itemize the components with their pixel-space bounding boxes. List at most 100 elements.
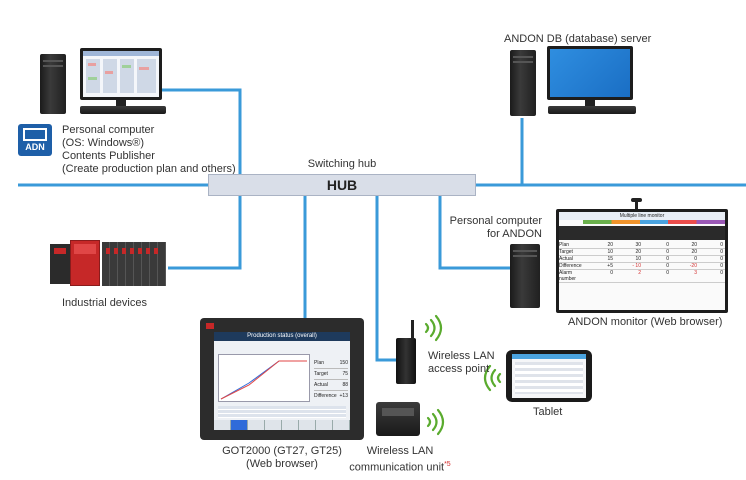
andon-monitor-table: Plan 20 30 0 20 0 Target 10 20 0 20 0 Ac… (559, 242, 725, 283)
wireless-unit-note: *5 (444, 461, 451, 468)
hub-box: HUB (208, 174, 476, 196)
andon-cell: 2 (638, 270, 641, 276)
got2000-device: Production status (overall) Plan 150 Targ… (200, 318, 364, 440)
wireless-unit-label-line-2: communication unit (349, 461, 445, 474)
industrial-devices-label: Industrial devices (62, 297, 147, 309)
got2000-logo (206, 323, 214, 329)
got2000-label-line-2: (Web browser) (246, 458, 318, 470)
andon-cell: 3 (694, 270, 697, 276)
andon-cell: 15 (607, 256, 613, 262)
pc-andon-tower (510, 244, 540, 308)
andon-row-name: Alarm number (559, 270, 576, 282)
got2000-stat-value: 75 (342, 371, 348, 377)
andon-cell: 0 (694, 256, 697, 262)
andon-cell: 20 (607, 242, 613, 248)
andon-cell: 20 (635, 249, 641, 255)
andon-row-difference: Difference +5 - 10 0 -20 0 (559, 263, 725, 270)
got2000-stat-value: +13 (339, 393, 348, 399)
db-server-tower (510, 50, 536, 116)
pc-monitor (80, 48, 162, 100)
db-server-keyboard (548, 106, 636, 114)
andon-cell: 20 (691, 249, 697, 255)
pc-label-line-2: (OS: Windows®) (62, 137, 145, 149)
wireless-unit-device (376, 402, 420, 436)
got2000-label-line-1: GOT2000 (GT27, GT25) (222, 445, 342, 457)
andon-row-alarm: Alarm number 0 2 0 3 0 (559, 270, 725, 283)
andon-cell: 0 (666, 242, 669, 248)
andon-monitor-mount-cap (631, 198, 642, 202)
got2000-stat-value: 88 (342, 382, 348, 388)
hub-label: HUB (326, 177, 358, 193)
andon-row-actual: Actual 15 10 0 0 0 (559, 256, 725, 263)
wireless-unit-label-line-1: Wireless LAN (366, 445, 434, 457)
got2000-chart (218, 354, 310, 402)
andon-cell: 20 (691, 242, 697, 248)
got2000-buttons (214, 420, 350, 430)
tablet-device (506, 350, 592, 402)
got2000-screen: Production status (overall) Plan 150 Targ… (214, 332, 350, 430)
contents-publisher-icon-text: ADN (25, 142, 45, 152)
pc-keyboard (80, 106, 166, 114)
pc-andon-label-line-1: Personal computer (449, 215, 542, 227)
andon-row-name: Actual (559, 256, 573, 262)
pc-andon-label-line-2: for ANDON (486, 228, 542, 240)
andon-monitor-titlebar: Multiple line monitor (559, 212, 725, 220)
andon-cell: - 10 (632, 263, 641, 269)
got2000-stat-name: Plan (314, 360, 325, 366)
got2000-stat-name: Actual (314, 382, 328, 388)
wireless-unit-label: Wireless LAN communication unit*5 (340, 445, 460, 475)
access-point-label-line-2: access point (428, 363, 490, 375)
andon-monitor-label: ANDON monitor (Web browser) (568, 316, 723, 328)
access-point-label: Wireless LAN access point (428, 350, 495, 376)
andon-cell: 0 (720, 256, 723, 262)
andon-cell: 0 (720, 270, 723, 276)
andon-monitor-title: Multiple line monitor (619, 213, 665, 219)
got2000-active-button (231, 420, 247, 430)
andon-monitor-colorbar (583, 220, 725, 224)
db-server-monitor-stand (585, 100, 595, 106)
andon-cell: -20 (689, 263, 697, 269)
pc-andon-label: Personal computer for ANDON (450, 215, 542, 241)
got2000-log (218, 406, 346, 418)
andon-row-target: Target 10 20 0 20 0 (559, 249, 725, 256)
got2000-titlebar: Production status (overall) (214, 332, 350, 341)
andon-cell: 10 (635, 256, 641, 262)
andon-row-plan: Plan 20 30 0 20 0 (559, 242, 725, 249)
access-point-antenna (411, 320, 414, 340)
pc-tower (40, 54, 66, 114)
pc-label-line-1: Personal computer (62, 124, 155, 136)
access-point-device (396, 338, 416, 384)
andon-cell: 0 (720, 249, 723, 255)
andon-cell: +5 (607, 263, 613, 269)
switching-hub-label: Switching hub (307, 158, 377, 170)
got2000-stat-name: Difference (314, 393, 337, 399)
pc-monitor-stand (116, 100, 126, 106)
access-point-label-line-1: Wireless LAN (428, 350, 495, 362)
andon-cell: 0 (666, 256, 669, 262)
andon-monitor-header (559, 226, 725, 240)
andon-cell: 0 (666, 263, 669, 269)
contents-publisher-icon: ADN (18, 124, 52, 156)
got2000-label: GOT2000 (GT27, GT25) (Web browser) (200, 445, 364, 471)
pc-label-line-4: (Create production plan and others) (62, 163, 236, 175)
andon-cell: 0 (720, 263, 723, 269)
andon-row-name: Plan (559, 242, 570, 248)
andon-row-name: Difference (559, 263, 582, 269)
andon-cell: 0 (666, 249, 669, 255)
andon-row-name: Target (559, 249, 573, 255)
andon-monitor-mount (635, 200, 638, 210)
link-pc-andon (438, 196, 510, 270)
link-personal-computer (160, 88, 242, 175)
andon-cell: 10 (607, 249, 613, 255)
link-wireless-ap (375, 196, 398, 362)
andon-cell: 0 (720, 242, 723, 248)
andon-cell: 30 (635, 242, 641, 248)
industrial-devices-image (50, 240, 166, 288)
andon-monitor: Multiple line monitor Plan 20 30 0 20 0 … (556, 209, 728, 313)
andon-cell: 0 (610, 270, 613, 276)
got2000-stat-name: Target (314, 371, 328, 377)
andon-cell: 0 (666, 270, 669, 276)
link-industrial-devices (168, 196, 242, 270)
got2000-stats: Plan 150 Target 75 Actual 88 Difference+13 (314, 358, 348, 401)
got2000-stat-value: 150 (339, 360, 348, 366)
